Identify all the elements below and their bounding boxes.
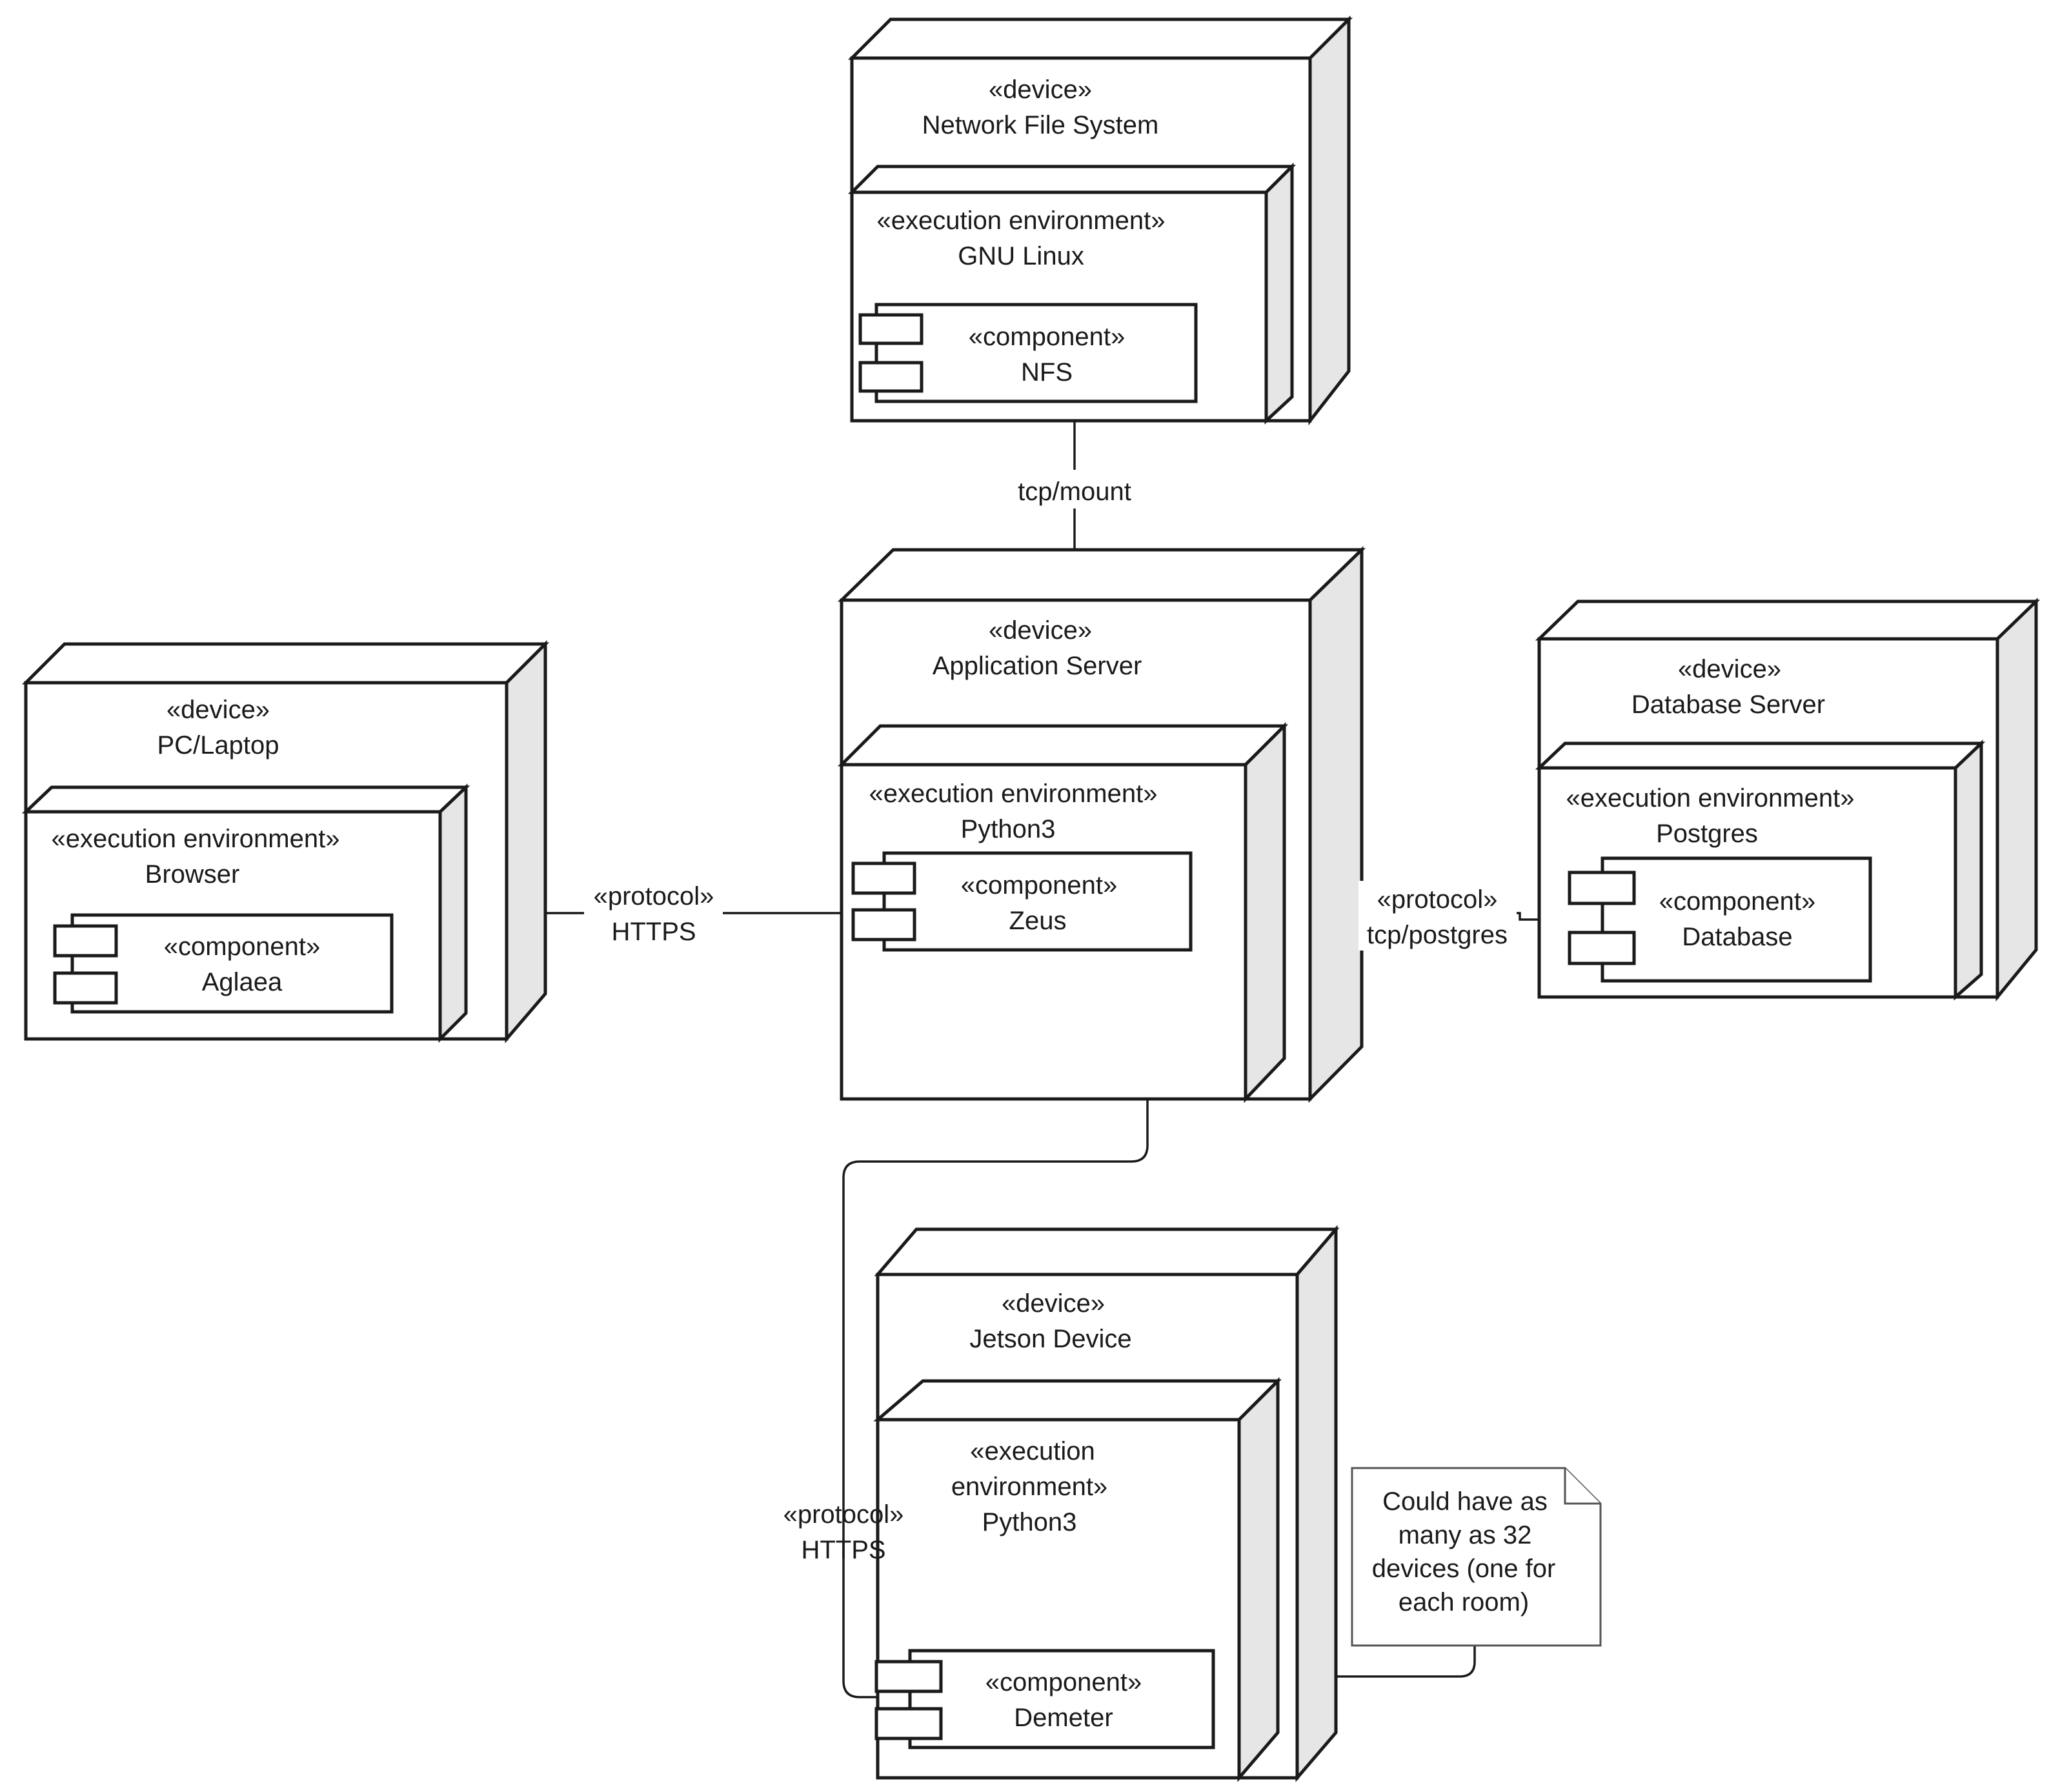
node-top-face	[837, 548, 1366, 602]
note-line-4: each room)	[1399, 1588, 1529, 1616]
note-line-2: many as 32	[1399, 1521, 1532, 1549]
component-stereotype: «component»	[961, 871, 1117, 900]
component-box	[908, 1649, 1215, 1749]
component-zeus[interactable]: «component» Zeus	[851, 851, 1193, 952]
node-top-face	[847, 17, 1353, 60]
env-name: GNU Linux	[958, 242, 1084, 270]
node-network-file-system[interactable]: «device» Network File System «execution …	[847, 15, 1353, 426]
env-stereotype: «execution environment»	[1566, 784, 1855, 812]
node-side-face	[505, 639, 547, 1043]
node-stereotype: «device»	[1002, 1289, 1105, 1318]
component-name: Aglaea	[202, 968, 283, 996]
node-top-face	[874, 1227, 1340, 1276]
env-side-face	[438, 783, 468, 1043]
component-name: NFS	[1021, 358, 1073, 387]
label-app-db-stereotype: «protocol»	[1377, 885, 1498, 914]
label-nfs-app: tcp/mount	[1018, 478, 1131, 506]
component-box	[70, 913, 394, 1014]
component-icon-tab-bottom	[53, 971, 118, 1005]
note-body	[1351, 1467, 1602, 1647]
component-name: Zeus	[1009, 907, 1067, 935]
component-stereotype: «component»	[1659, 887, 1815, 916]
component-box	[882, 851, 1193, 952]
node-stereotype: «device»	[1678, 655, 1781, 683]
env-top-face	[847, 165, 1297, 194]
component-nfs[interactable]: «component» NFS	[858, 303, 1198, 403]
node-side-face	[1995, 598, 2038, 1002]
node-database-server[interactable]: «device» Database Server «execution envi…	[1535, 598, 2041, 1002]
node-jetson-device[interactable]: «device» Jetson Device «execution enviro…	[873, 1225, 1340, 1782]
component-database[interactable]: «component» Database	[1568, 856, 1872, 983]
node-stereotype: «device»	[989, 616, 1092, 645]
node-side-face	[1295, 1225, 1338, 1782]
component-name: Demeter	[1014, 1704, 1113, 1732]
component-icon-tab-top	[1568, 871, 1636, 905]
component-demeter[interactable]: «component» Demeter	[874, 1649, 1215, 1749]
label-app-db: tcp/postgres	[1367, 921, 1508, 949]
env-stereotype-line1: «execution	[970, 1437, 1095, 1465]
component-icon-tab-top	[53, 924, 118, 958]
component-stereotype: «component»	[969, 323, 1125, 351]
connector-note-jetson	[1271, 1646, 1476, 1678]
connector-app-jetson	[842, 1099, 1149, 1698]
env-top-face	[837, 724, 1289, 767]
env-stereotype: «execution environment»	[877, 206, 1166, 235]
component-box	[1601, 856, 1872, 983]
component-icon-tab-top	[858, 313, 924, 345]
node-stereotype: «device»	[989, 76, 1092, 104]
component-stereotype: «component»	[164, 932, 320, 961]
node-name: Database Server	[1631, 690, 1825, 719]
env-stereotype-line2: environment»	[951, 1473, 1107, 1501]
component-icon-tab-top	[851, 861, 916, 895]
label-backdrop	[1358, 881, 1517, 951]
node-pc-laptop[interactable]: «device» PC/Laptop «execution environmen…	[21, 639, 550, 1043]
component-box	[874, 303, 1198, 403]
env-name: Python3	[961, 815, 1056, 843]
component-aglaea[interactable]: «component» Aglaea	[53, 913, 394, 1014]
env-stereotype: «execution environment»	[869, 780, 1158, 808]
env-side-face	[1237, 1376, 1280, 1782]
label-backdrop	[584, 879, 723, 949]
note-fold	[1564, 1468, 1601, 1505]
env-name: Browser	[145, 860, 240, 889]
env-top-face	[21, 785, 470, 814]
env-name: Postgres	[1656, 820, 1758, 848]
env-side-face	[1264, 162, 1294, 425]
label-app-jetson-stereotype: «protocol»	[783, 1500, 904, 1529]
label-pc-app-stereotype: «protocol»	[594, 882, 714, 911]
node-name: Jetson Device	[969, 1325, 1131, 1353]
component-icon-tab-bottom	[851, 908, 916, 941]
label-pc-app: HTTPS	[611, 918, 696, 946]
note-line-3: devices (one for	[1372, 1555, 1556, 1583]
env-top-face	[873, 1379, 1282, 1422]
component-icon-tab-bottom	[1568, 931, 1636, 965]
component-icon-tab-bottom	[874, 1707, 943, 1740]
env-stereotype: «execution environment»	[52, 825, 340, 853]
connector-labels: tcp/mount «protocol» HTTPS «protocol» tc…	[584, 470, 1517, 1564]
node-name: Application Server	[933, 652, 1142, 680]
label-backdrop	[991, 470, 1158, 508]
note-device-count: Could have as many as 32 devices (one fo…	[1351, 1467, 1602, 1647]
note-line-1: Could have as	[1382, 1487, 1548, 1516]
component-stereotype: «component»	[985, 1668, 1142, 1696]
node-name: PC/Laptop	[157, 731, 279, 760]
component-icon-tab-bottom	[858, 361, 924, 393]
env-side-face	[1954, 740, 1983, 1001]
node-top-face	[1535, 599, 2041, 641]
node-name: Network File System	[922, 111, 1159, 139]
label-app-jetson: HTTPS	[801, 1536, 885, 1564]
env-name: Python3	[982, 1508, 1077, 1536]
env-side-face	[1244, 721, 1286, 1103]
node-top-face	[21, 642, 550, 685]
node-side-face	[1308, 15, 1351, 426]
component-name: Database	[1682, 923, 1792, 951]
env-top-face	[1535, 741, 1986, 770]
node-stereotype: «device»	[167, 696, 270, 724]
component-icon-tab-top	[874, 1660, 943, 1693]
node-side-face	[1308, 546, 1364, 1103]
node-application-server[interactable]: «device» Application Server «execution e…	[837, 546, 1366, 1103]
